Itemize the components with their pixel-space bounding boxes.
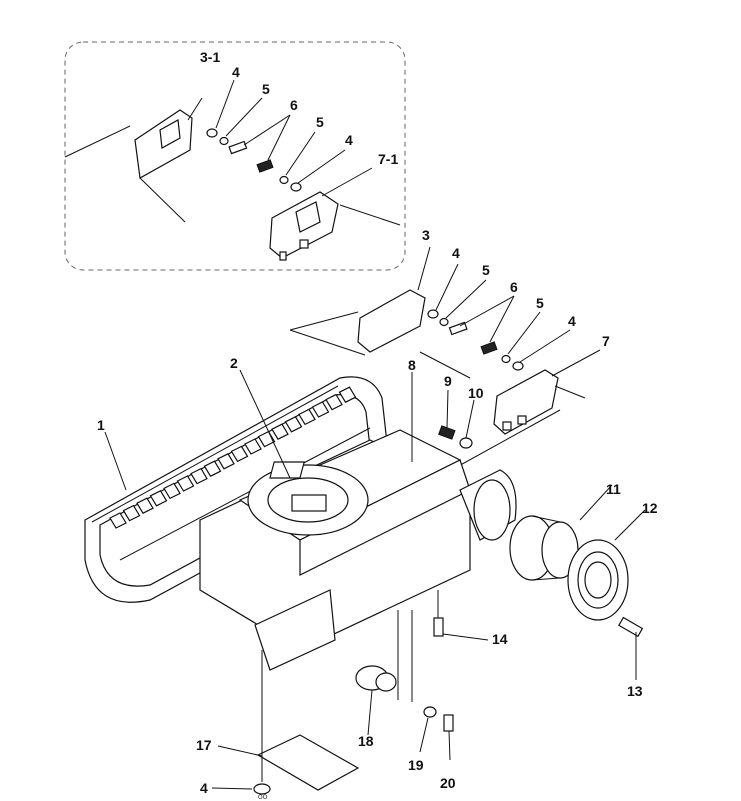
swing-bearing (247, 464, 369, 536)
track-lug (190, 467, 208, 485)
callout-7-1: 7-1 (378, 151, 398, 167)
bolt-13 (618, 616, 644, 638)
callout-2: 2 (230, 355, 238, 371)
callout-14: 14 (492, 631, 508, 647)
callout-19: 19 (408, 757, 424, 773)
track-lug (149, 490, 168, 507)
track-lug (284, 416, 303, 433)
track-lug (203, 460, 222, 477)
track-lug (163, 482, 181, 500)
callout-18: 18 (358, 733, 374, 749)
sprocket-12 (567, 539, 629, 621)
track-lugs (109, 386, 357, 529)
track-lug (217, 453, 235, 470)
callout-4: 4 (452, 245, 460, 261)
crawler-track (84, 376, 391, 603)
callout-13: 13 (627, 683, 643, 699)
callout-3-1: 3-1 (200, 49, 220, 65)
callout-17: 17 (196, 737, 212, 753)
track-lug (230, 445, 249, 463)
track-lug (244, 438, 262, 455)
travel-motor-housing (459, 469, 517, 541)
callout-5-top-b: 5 (316, 114, 324, 130)
callout-6: 6 (510, 279, 518, 295)
callout-11: 11 (606, 481, 621, 497)
callout-7: 7 (602, 333, 610, 349)
inset-hardware-upper (206, 128, 302, 192)
callout-5-top: 5 (262, 81, 270, 97)
travel-motor-11 (509, 515, 579, 581)
callout-6-top: 6 (290, 97, 298, 113)
callout-9: 9 (444, 373, 452, 389)
main-hardware-upper (427, 309, 524, 371)
track-lug (136, 497, 154, 514)
track-lug (176, 475, 195, 492)
inset-leaders (64, 79, 401, 226)
bolt-14 (433, 617, 444, 637)
roller-18 (355, 665, 397, 736)
cover-7 (493, 369, 559, 435)
washer-mark: OO (258, 794, 268, 801)
callout-5: 5 (482, 262, 490, 278)
track-lug (122, 504, 141, 522)
detail-inset-box (64, 41, 406, 271)
washer-10 (459, 437, 473, 449)
callout-4-top-b: 4 (345, 132, 353, 148)
plate-17 (256, 734, 360, 791)
track-lug (109, 512, 127, 529)
track-lug (311, 401, 330, 418)
cover-3 (357, 289, 426, 353)
callout-4-bottom: 4 (200, 780, 208, 796)
callout-8: 8 (408, 357, 416, 373)
pad-8 (269, 461, 305, 479)
bolt-20 (443, 714, 454, 732)
callout-1: 1 (97, 417, 105, 433)
callout-12: 12 (642, 500, 658, 516)
callout-3: 3 (422, 227, 430, 243)
callout-10: 10 (468, 385, 484, 401)
track-lug (338, 386, 357, 403)
callout-5-b: 5 (536, 295, 544, 311)
washer-19 (423, 706, 437, 718)
track-lug (271, 423, 289, 440)
cover-7-1 (269, 191, 339, 261)
track-lug (298, 408, 316, 426)
track-lug (325, 393, 343, 411)
callout-4-top: 4 (232, 64, 240, 80)
cover-3-1 (134, 109, 193, 179)
bolt-9 (438, 425, 456, 440)
main-upper-leaders (289, 246, 601, 469)
washer-4-bottom (253, 783, 271, 795)
callout-20: 20 (440, 775, 456, 791)
callout-4-b: 4 (568, 313, 576, 329)
